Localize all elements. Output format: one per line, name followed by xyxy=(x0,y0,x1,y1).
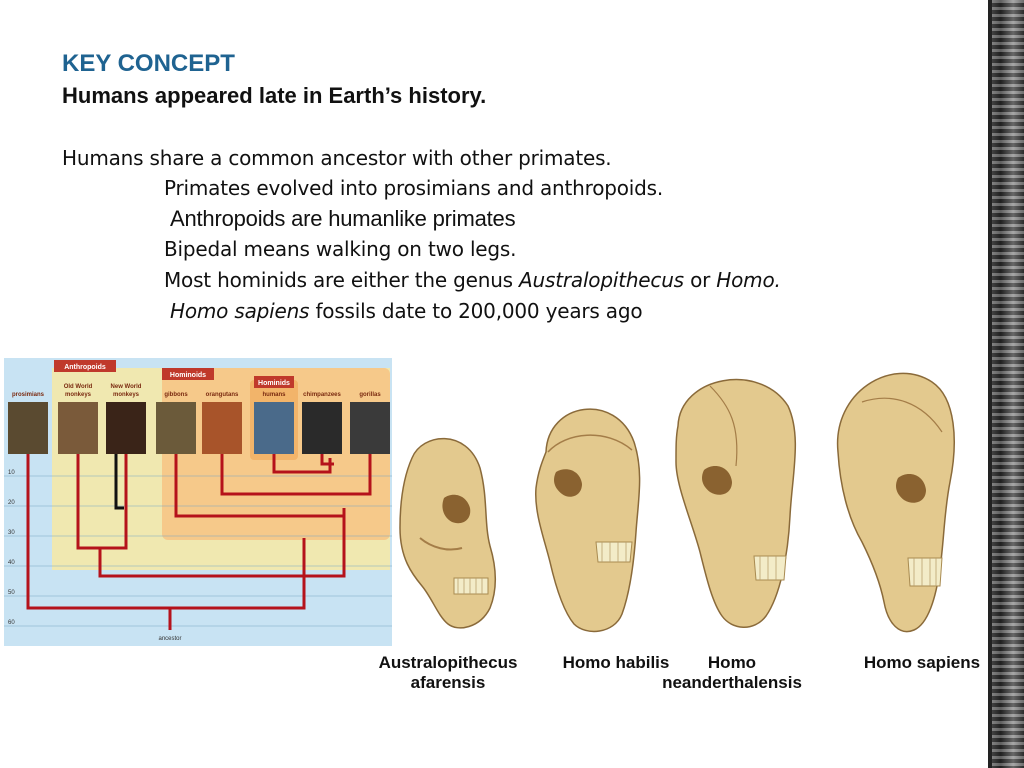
taxon-photo xyxy=(8,402,48,454)
bullet-common-ancestor: Humans share a common ancestor with othe… xyxy=(62,146,612,170)
taxon-label: gorillas xyxy=(359,392,381,398)
taxon-label: gibbons xyxy=(164,392,188,398)
anthropoids-tag xyxy=(54,360,116,372)
ancestor-label: ancestor xyxy=(158,636,181,642)
taxon-label: monkeys xyxy=(113,392,140,398)
taxon-photo xyxy=(106,402,146,454)
cladogram-branch xyxy=(100,454,128,550)
taxon-label: monkeys xyxy=(65,392,92,398)
key-concept-heading: KEY CONCEPT xyxy=(62,50,235,77)
taxon-label: New World xyxy=(111,384,142,390)
taxon-label: humans xyxy=(262,392,286,398)
skull-label-homo-sapiens: Homo sapiens xyxy=(856,653,988,673)
skull-homo-habilis xyxy=(535,408,641,633)
time-tick-label: 10 xyxy=(8,470,15,476)
text-run: Most hominids are either the genus xyxy=(164,268,520,292)
key-concept-statement: Humans appeared late in Earth’s history. xyxy=(62,83,487,108)
cladogram-branch xyxy=(356,454,372,496)
taxon-label: Old World xyxy=(64,384,93,390)
skull-label-line: neanderthalensis xyxy=(662,673,802,692)
cladogram-branch xyxy=(320,454,334,466)
time-tick-label: 20 xyxy=(8,500,15,506)
taxon-label: chimpanzees xyxy=(303,392,341,398)
cladogram-branch xyxy=(174,454,344,518)
skull-label-homo-neanderthalensis: Homo neanderthalensis xyxy=(654,653,810,693)
skull-label-line: Homo xyxy=(707,653,757,672)
cladogram-branch xyxy=(114,454,124,510)
skull-homo-neanderthalensis xyxy=(675,378,797,628)
hominoids-tag-label: Hominoids xyxy=(170,372,206,379)
skull-label-line: Australopithecus xyxy=(378,653,518,672)
species-homo-sapiens: Homo sapiens xyxy=(170,299,310,323)
genus-homo: Homo. xyxy=(716,268,781,292)
hominoids-tag xyxy=(162,368,214,380)
skull-homo-sapiens xyxy=(836,372,955,633)
taxon-label: orangutans xyxy=(206,392,239,398)
cladogram-branch xyxy=(76,454,346,578)
skull-label-line: afarensis xyxy=(410,673,486,692)
cladogram-branch xyxy=(220,454,356,496)
decorative-edge-strip xyxy=(988,0,1024,768)
taxon-photo xyxy=(156,402,196,454)
anthropoids-tag-label: Anthropoids xyxy=(64,364,106,371)
text-run: or xyxy=(683,268,717,292)
time-tick-label: 40 xyxy=(8,560,15,566)
taxon-photo xyxy=(58,402,98,454)
taxon-photo xyxy=(254,402,294,454)
bullet-prosimians-anthropoids: Primates evolved into prosimians and ant… xyxy=(164,176,663,200)
taxon-photo xyxy=(350,402,390,454)
bullet-bipedal: Bipedal means walking on two legs. xyxy=(164,237,517,261)
skull-label-australopithecus: Australopithecus afarensis xyxy=(370,653,526,693)
text-run: fossils date to 200,000 years ago xyxy=(309,299,643,323)
bullet-hominid-genera: Most hominids are either the genus Austr… xyxy=(164,268,781,292)
taxon-label: prosimians xyxy=(12,392,45,398)
skull-label-line: Homo habilis xyxy=(562,653,670,672)
time-tick-label: 60 xyxy=(8,620,15,626)
cladogram-branch xyxy=(26,454,306,610)
genus-australopithecus: Australopithecus xyxy=(519,268,684,292)
bullet-anthropoids: Anthropoids are humanlike primates xyxy=(170,206,516,231)
time-tick-label: 30 xyxy=(8,530,15,536)
bullet-homo-sapiens-age: Homo sapiens fossils date to 200,000 yea… xyxy=(170,299,643,323)
cladogram-branches xyxy=(26,454,372,630)
hominids-tag-label: Hominids xyxy=(258,380,290,387)
cladogram-time-axis: 10 20 30 40 50 60 xyxy=(4,470,392,627)
skull-label-line: Homo sapiens xyxy=(863,653,981,672)
cladogram-taxa: prosimians Old World monkeys New World monke… xyxy=(8,384,390,454)
time-tick-label: 50 xyxy=(8,590,15,596)
skull-australopithecus-afarensis xyxy=(399,437,497,629)
skull-label-homo-habilis: Homo habilis xyxy=(554,653,678,673)
primate-cladogram: Anthropoids Hominoids Hominids prosimian… xyxy=(4,358,392,646)
hominids-tag xyxy=(254,376,294,388)
taxon-photo xyxy=(202,402,242,454)
taxon-photo xyxy=(302,402,342,454)
